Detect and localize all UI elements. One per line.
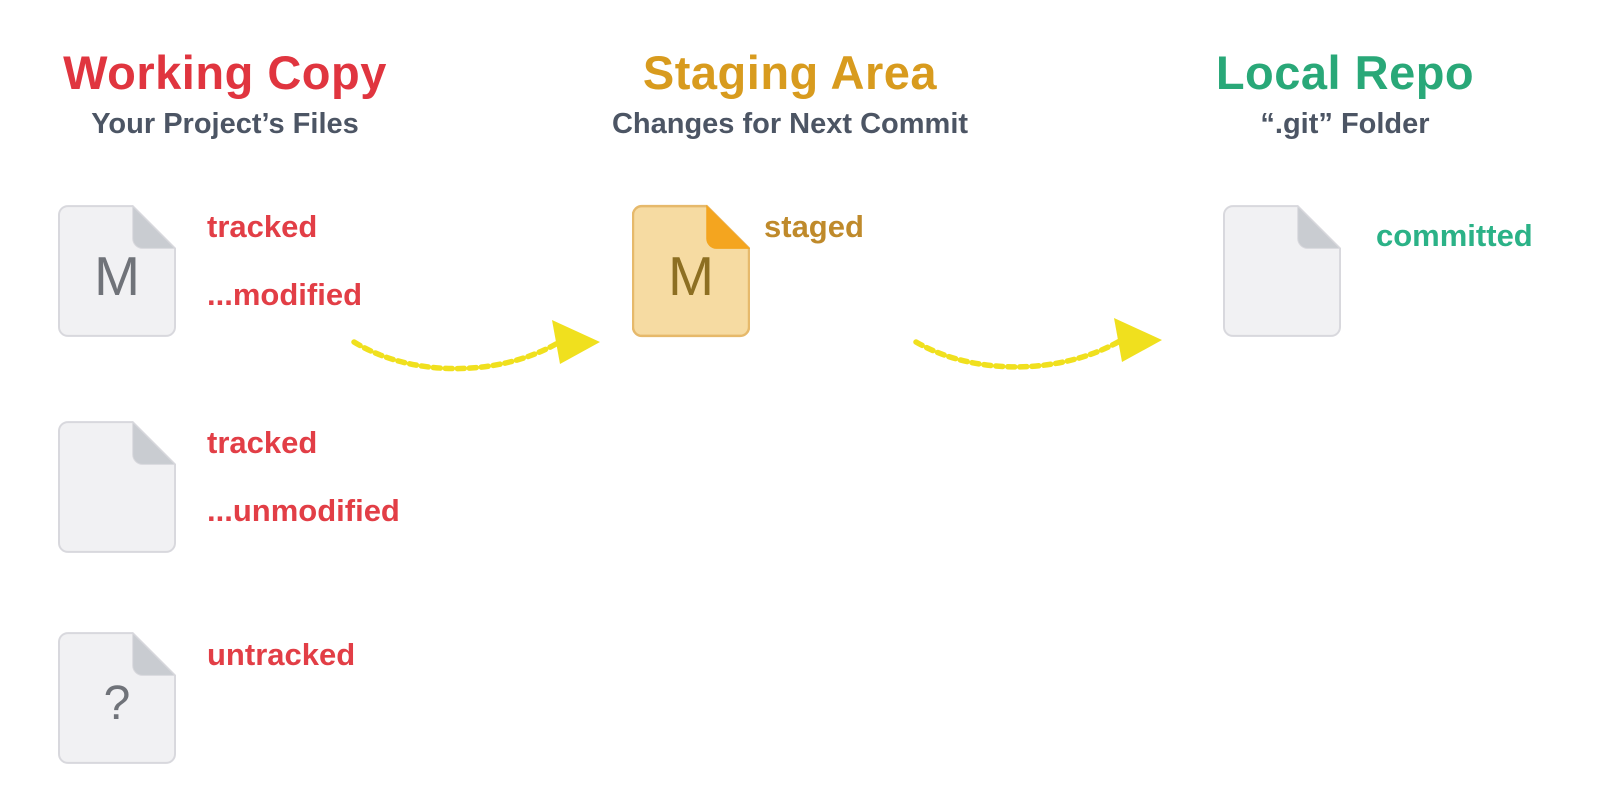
column-header-working-copy: Working Copy Your Project’s Files: [0, 46, 450, 141]
column-header-staging-area: Staging Area Changes for Next Commit: [565, 46, 1015, 141]
column-header-local-repo: Local Repo “.git” Folder: [1120, 46, 1570, 141]
status-label-untracked: untracked: [207, 637, 356, 672]
status-label-committed: committed: [1376, 218, 1533, 253]
status-label-tracked: tracked: [207, 209, 318, 244]
document-icon: [58, 420, 176, 553]
status-label-modified: ...modified: [207, 277, 362, 312]
document-icon: [58, 631, 176, 764]
staging-area-subtitle: Changes for Next Commit: [611, 108, 969, 141]
local-repo-subtitle: “.git” Folder: [1260, 108, 1430, 141]
file-icon-committed: [1223, 203, 1341, 339]
arrow-commit-to-repo: [913, 318, 1162, 370]
file-glyph: M: [94, 245, 140, 307]
working-copy-title: Working Copy: [63, 46, 387, 99]
file-glyph: ?: [103, 676, 131, 730]
file-icon-staged: M: [632, 203, 750, 339]
status-label-unmodified: ...unmodified: [207, 493, 400, 528]
file-glyph: M: [668, 245, 714, 307]
document-icon: [1223, 204, 1341, 337]
document-icon: [632, 204, 750, 338]
file-icon-tracked-modified: M: [58, 203, 176, 339]
working-copy-subtitle: Your Project’s Files: [91, 108, 359, 141]
file-glyph: [1223, 203, 1341, 339]
document-icon: [58, 204, 176, 337]
status-label-tracked-2: tracked: [207, 425, 318, 460]
file-glyph: [58, 419, 176, 555]
local-repo-title: Local Repo: [1215, 46, 1475, 99]
file-icon-tracked-unmodified: [58, 419, 176, 555]
arrow-add-to-staging: [351, 320, 600, 372]
status-label-staged: staged: [764, 209, 864, 244]
staging-area-title: Staging Area: [642, 46, 938, 99]
file-icon-untracked: ?: [58, 630, 176, 766]
